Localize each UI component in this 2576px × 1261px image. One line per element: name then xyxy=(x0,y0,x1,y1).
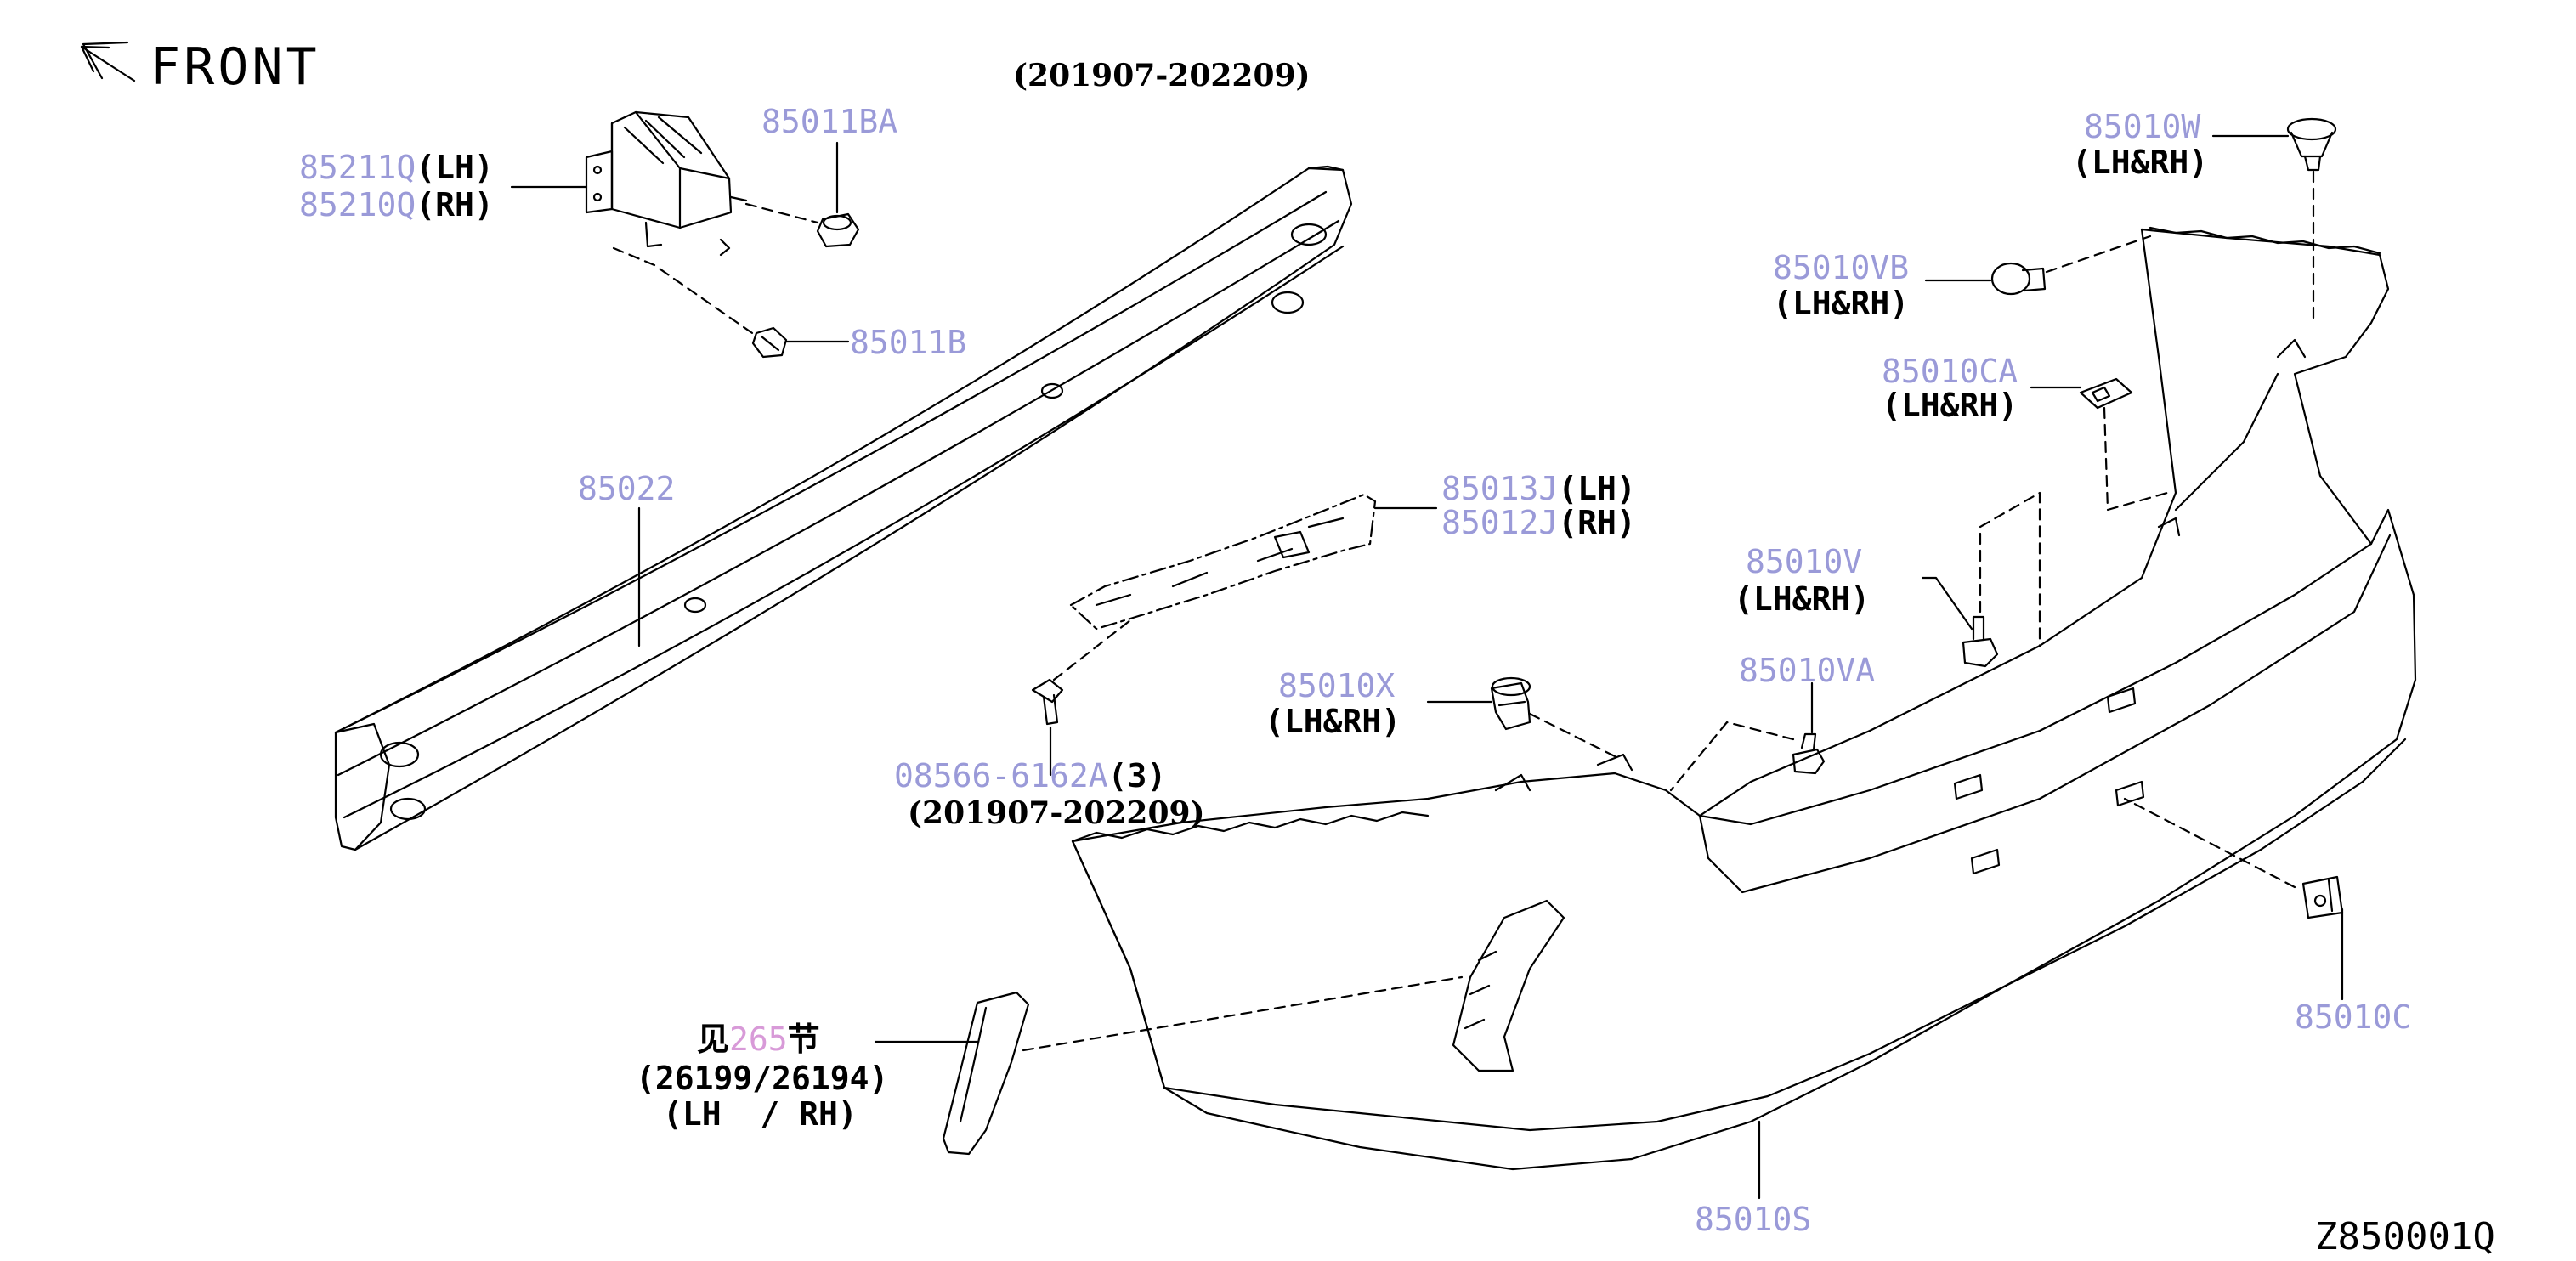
clip-ca-side: (LH&RH) xyxy=(1882,387,2018,424)
bracket-rh-callout[interactable]: 85210Q(RH) xyxy=(299,189,494,221)
dash-screw xyxy=(1052,619,1132,681)
reflector-reference[interactable]: 见265节 xyxy=(697,1023,820,1055)
part-number[interactable]: 85010S xyxy=(1695,1201,1812,1238)
front-arrow-icon xyxy=(80,41,136,82)
front-label: FRONT xyxy=(150,37,320,97)
clip-vb-number-callout[interactable]: 85010VB xyxy=(1773,252,1909,284)
part-number[interactable]: 85010CA xyxy=(1882,353,2018,390)
nut-part xyxy=(816,212,860,248)
dash-clip-v xyxy=(1979,491,2041,647)
part-side: (LH) xyxy=(1558,470,1636,507)
dash-clip-ca xyxy=(2103,406,2169,512)
leader-clip-v xyxy=(1921,576,1973,630)
part-side: (RH) xyxy=(1558,504,1636,541)
absorber-lh-callout[interactable]: 85013J(LH) xyxy=(1441,472,1636,505)
part-number[interactable]: 85010C xyxy=(2295,998,2412,1036)
screw-callout[interactable]: 08566-6162A(3) xyxy=(894,760,1166,792)
reference-section-link[interactable]: 265 xyxy=(729,1021,788,1058)
part-number[interactable]: 85010W xyxy=(2084,108,2201,145)
clip-va-part xyxy=(1792,732,1826,775)
dash-nut xyxy=(744,202,819,224)
screw-date-range: (201907-202209) xyxy=(908,795,1205,831)
part-number[interactable]: 08566-6162A xyxy=(894,757,1108,794)
part-side: (RH) xyxy=(416,186,494,223)
diagram-code: Z850001Q xyxy=(2315,1215,2495,1258)
part-number[interactable]: 85011BA xyxy=(761,103,898,140)
dash-clip-va xyxy=(1669,721,1795,792)
clip-v-number-callout[interactable]: 85010V xyxy=(1746,546,1862,578)
clip-ca-part xyxy=(2079,377,2133,410)
dash-clip-c xyxy=(2123,797,2296,889)
clip-va-callout[interactable]: 85010VA xyxy=(1739,654,1875,687)
clip-c-callout[interactable]: 85010C xyxy=(2295,1001,2411,1033)
bumper-fascia xyxy=(1071,226,2417,1171)
dash-reflector xyxy=(1022,975,1464,1052)
clip-v-side: (LH&RH) xyxy=(1734,580,1871,618)
reference-prefix: 见 xyxy=(697,1021,730,1058)
clip-b-callout[interactable]: 85011B xyxy=(850,326,966,359)
part-number[interactable]: 85210Q xyxy=(299,186,416,223)
clip-x-side: (LH&RH) xyxy=(1265,703,1401,740)
reinforcement-callout[interactable]: 85022 xyxy=(578,472,675,505)
part-quantity: (3) xyxy=(1107,757,1167,794)
reflector-part xyxy=(942,991,1030,1156)
clip-vb-part xyxy=(1990,262,2047,296)
reinforcement-bar xyxy=(334,165,1353,851)
absorber-part xyxy=(1069,493,1377,630)
part-number[interactable]: 85010X xyxy=(1278,667,1396,704)
part-number[interactable]: 85010VA xyxy=(1739,652,1876,689)
clip-v-part xyxy=(1962,615,1999,668)
clip-ca-number-callout[interactable]: 85010CA xyxy=(1882,355,2018,387)
reflector-sides: (LH / RH) xyxy=(663,1095,858,1133)
bracket-lh-callout[interactable]: 85211Q(LH) xyxy=(299,151,494,184)
clip-b-part xyxy=(751,326,788,359)
fascia-callout[interactable]: 85010S xyxy=(1695,1203,1811,1236)
clip-x-part xyxy=(1490,676,1531,731)
part-number[interactable]: 85010VB xyxy=(1773,249,1910,286)
absorber-rh-callout[interactable]: 85012J(RH) xyxy=(1441,506,1636,539)
clip-w-part xyxy=(2286,117,2337,172)
clip-w-side: (LH&RH) xyxy=(2072,144,2209,181)
screw-part xyxy=(1031,678,1064,726)
clip-x-number-callout[interactable]: 85010X xyxy=(1278,670,1395,702)
dash-clip-x xyxy=(1528,712,1616,758)
nut-callout[interactable]: 85011BA xyxy=(761,105,897,138)
dash-clip-vb xyxy=(2045,235,2152,274)
dash-clip-b xyxy=(612,246,756,336)
part-side: (LH) xyxy=(416,149,494,186)
reflector-part-numbers: (26199/26194) xyxy=(636,1060,889,1097)
reference-suffix: 节 xyxy=(787,1021,820,1058)
part-number[interactable]: 85013J xyxy=(1441,470,1559,507)
clip-c-part xyxy=(2301,875,2344,919)
date-range-label: (201907-202209) xyxy=(1013,58,1311,93)
clip-vb-side: (LH&RH) xyxy=(1773,285,1910,322)
part-number[interactable]: 85211Q xyxy=(299,149,416,186)
part-number[interactable]: 85010V xyxy=(1746,543,1863,580)
clip-w-number-callout[interactable]: 85010W xyxy=(2084,110,2200,143)
part-number[interactable]: 85022 xyxy=(578,470,676,507)
bracket-part xyxy=(585,110,748,257)
part-number[interactable]: 85012J xyxy=(1441,504,1559,541)
part-number[interactable]: 85011B xyxy=(850,324,967,361)
